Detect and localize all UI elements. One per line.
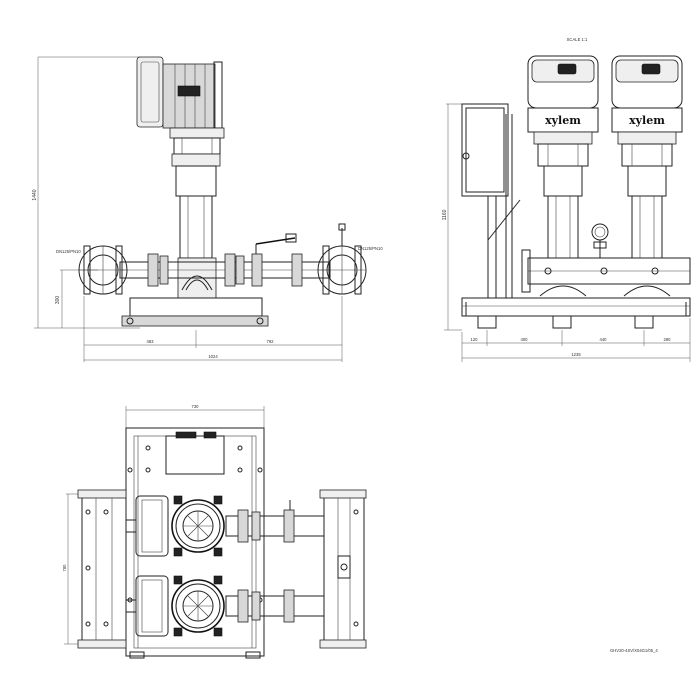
side-dim-2: 400 — [521, 337, 529, 342]
front-total-length: 1024 — [208, 354, 218, 359]
front-dim-left: 483 — [147, 339, 155, 344]
front-pipe-height-dim: 300 — [55, 296, 61, 305]
top-view: 730 780 — [62, 404, 367, 659]
side-view: SCALE 1:1 1160 xylem xylem — [442, 37, 691, 362]
scale-label: SCALE 1:1 — [567, 37, 588, 42]
side-dim-1: 120 — [471, 337, 479, 342]
discharge-flange-label: DN125/PN10 — [358, 246, 383, 251]
side-dim-3: 440 — [600, 337, 608, 342]
front-dim-right: 792 — [267, 339, 275, 344]
side-total-length: 1235 — [571, 352, 581, 357]
suction-flange-label: DN125/PN10 — [56, 249, 81, 254]
side-height-dim: 1160 — [442, 209, 448, 220]
drawing-code: GHV20-4SV/X04G1/05_4 — [610, 648, 658, 653]
brand-logo-pump-1: xylem — [545, 114, 581, 127]
brand-logo-pump-2: xylem — [629, 114, 665, 127]
front-view: 1440 300 — [32, 56, 383, 362]
front-height-dim: 1440 — [32, 189, 38, 200]
top-depth-dim: 780 — [62, 564, 67, 572]
top-width-dim: 730 — [192, 404, 200, 409]
side-dim-4: 280 — [664, 337, 672, 342]
